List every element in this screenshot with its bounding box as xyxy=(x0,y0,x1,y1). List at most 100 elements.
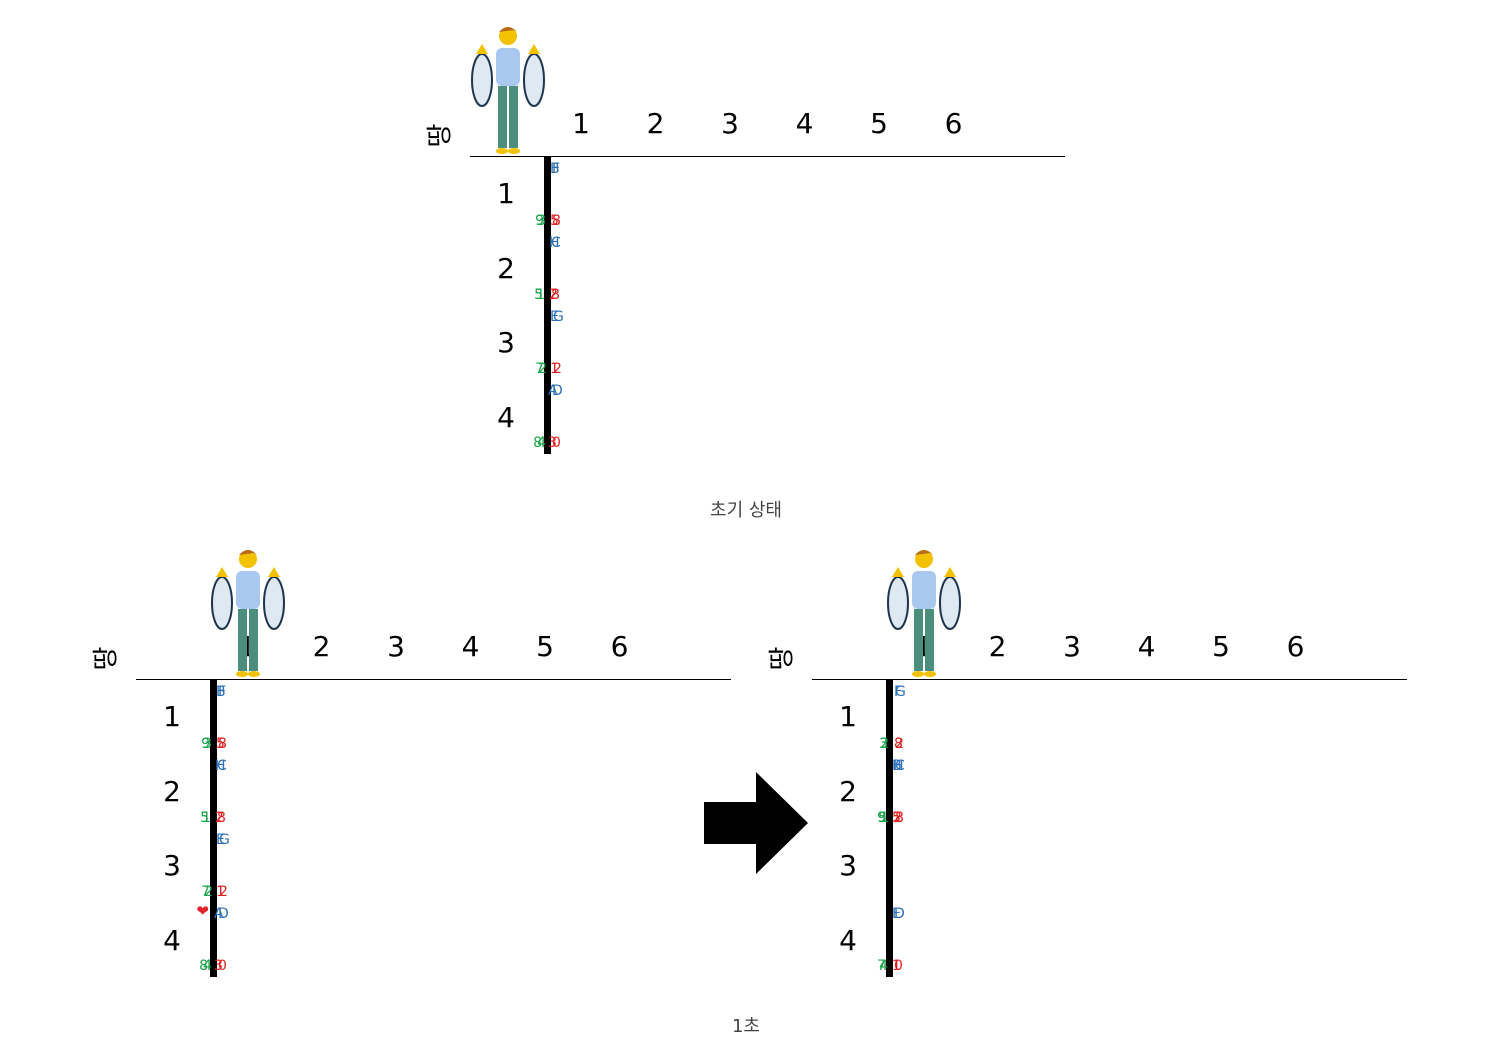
shark-size: 8 xyxy=(199,958,208,974)
column-header: 1 xyxy=(572,107,590,140)
shark-id: D xyxy=(894,906,905,922)
shark-id: H xyxy=(215,758,226,774)
shark-size: 2 xyxy=(204,884,213,900)
shark-size: 7 xyxy=(877,958,886,974)
shark-size: 7 xyxy=(535,361,544,377)
shark-size: 3 xyxy=(879,736,888,752)
row-header: 3 xyxy=(839,849,857,882)
grid-cell xyxy=(549,157,551,232)
shark-size: 3 xyxy=(537,213,546,229)
shark-size: 1 xyxy=(880,810,889,826)
shark-size: 9 xyxy=(535,213,544,229)
column-header: 2 xyxy=(988,630,1007,663)
shark-speed: 1 xyxy=(892,958,901,974)
shark-speed: 0 xyxy=(894,958,903,974)
row-header: 1 xyxy=(163,700,181,733)
row-header: 4 xyxy=(839,923,857,957)
shark-id: C xyxy=(551,235,561,251)
shark-speed: 1 xyxy=(550,361,559,377)
column-header: 5 xyxy=(1212,630,1230,663)
row-header: 1 xyxy=(497,177,515,210)
shark-id: C xyxy=(217,758,227,774)
shark-speed: 8 xyxy=(218,736,227,752)
shark-size: 9 xyxy=(877,810,886,826)
shark-id: H xyxy=(549,235,560,251)
caption-initial: 초기 상태 xyxy=(710,500,782,521)
shark-id: E xyxy=(550,309,559,325)
shark-speed: 3 xyxy=(214,958,223,974)
shark-speed: 1 xyxy=(216,884,225,900)
row-header: 4 xyxy=(497,400,515,434)
heart-icon: ❤ xyxy=(196,902,209,920)
shark-speed: 8 xyxy=(551,287,560,303)
land-label: 땅 xyxy=(767,646,798,671)
shark-speed: 5 xyxy=(550,213,559,229)
shark-size: 4 xyxy=(537,435,546,451)
caption-second: 1초 xyxy=(731,1016,760,1037)
shark-id: F xyxy=(218,684,227,700)
row-header: 2 xyxy=(839,774,857,808)
grid-cell xyxy=(549,231,551,306)
shark-id: G xyxy=(219,832,230,848)
shark-id: E xyxy=(216,832,225,848)
column-header: 2 xyxy=(312,630,331,663)
shark-speed: 2 xyxy=(549,287,558,303)
column-header: 3 xyxy=(721,107,739,140)
shark-id: B xyxy=(550,161,560,177)
shark-size: 5 xyxy=(200,810,209,826)
grid-cell xyxy=(215,680,217,755)
shark-id: D xyxy=(552,383,563,399)
grid-cell xyxy=(549,379,551,454)
column-header: 4 xyxy=(795,107,814,140)
shark-id: C xyxy=(895,758,905,774)
shark-speed: 2 xyxy=(219,884,228,900)
shark-id: F xyxy=(894,684,903,700)
column-header: 6 xyxy=(1286,630,1305,663)
ground-line xyxy=(812,679,1407,680)
grid-cell xyxy=(891,902,893,977)
shark-size: 1 xyxy=(202,810,211,826)
shark-speed: 8 xyxy=(894,736,903,752)
shark-id: A xyxy=(548,383,558,399)
shark-id: F xyxy=(552,161,561,177)
column-header: 4 xyxy=(461,630,480,663)
shark-size: 8 xyxy=(533,435,542,451)
shark-id: E xyxy=(892,906,901,922)
shark-speed: 8 xyxy=(552,213,561,229)
column-header: 6 xyxy=(610,630,629,663)
shark-speed: 2 xyxy=(215,810,224,826)
column-header: 6 xyxy=(944,107,963,140)
shark-size: 1 xyxy=(536,287,545,303)
grid-cell xyxy=(891,828,893,903)
shark-speed: 5 xyxy=(216,736,225,752)
grid-cell xyxy=(215,902,217,977)
fisherman-icon xyxy=(468,22,548,157)
column-header: 2 xyxy=(646,107,665,140)
column-header: 5 xyxy=(870,107,888,140)
column-header: 5 xyxy=(536,630,554,663)
ground-line xyxy=(470,156,1065,157)
column-header: 3 xyxy=(387,630,405,663)
shark-id: H xyxy=(893,758,904,774)
column-header: 3 xyxy=(1063,630,1081,663)
shark-speed: 0 xyxy=(218,958,227,974)
fisherman-icon xyxy=(884,545,964,680)
column-header: 4 xyxy=(1137,630,1156,663)
shark-id: D xyxy=(218,906,229,922)
ground-line xyxy=(136,679,731,680)
shark-size: 7 xyxy=(201,884,210,900)
row-header: 2 xyxy=(163,774,181,808)
shark-speed: 5 xyxy=(892,810,901,826)
shark-speed: 2 xyxy=(895,736,904,752)
shark-speed: 0 xyxy=(552,435,561,451)
shark-size: 4 xyxy=(879,958,888,974)
shark-size: 9 xyxy=(201,736,210,752)
shark-speed: 2 xyxy=(553,361,562,377)
shark-id: B xyxy=(216,684,226,700)
